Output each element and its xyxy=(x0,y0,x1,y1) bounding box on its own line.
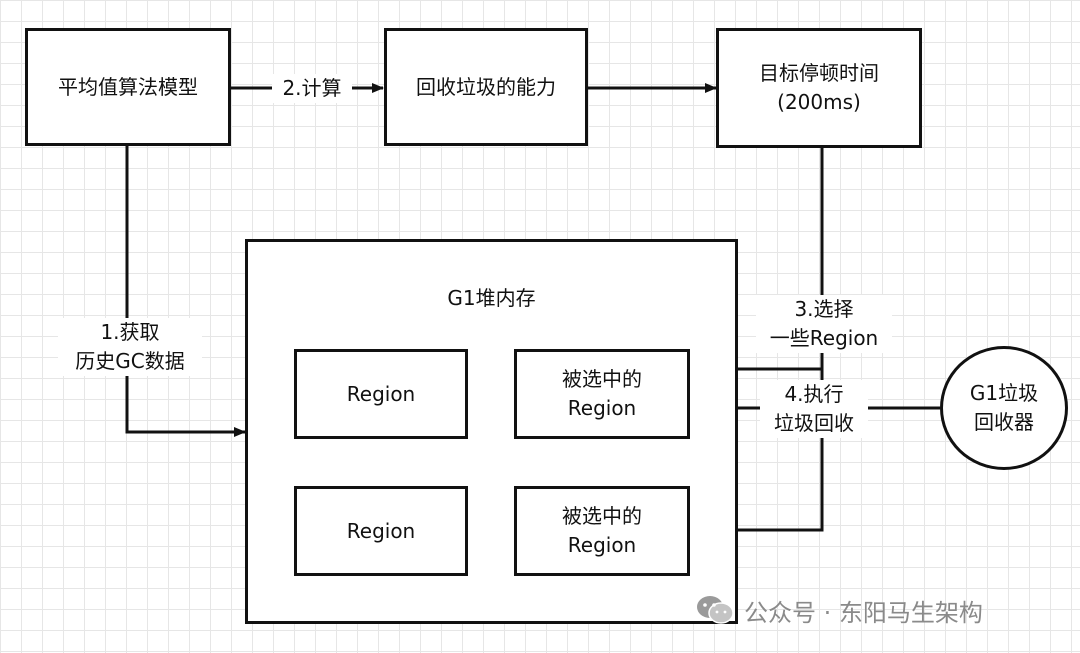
heap-title: G1堆内存 xyxy=(447,286,536,310)
edge-label-execute-gc: 4.执行 垃圾回收 xyxy=(760,380,868,438)
edge-label-fetch-history: 1.获取 历史GC数据 xyxy=(58,318,202,376)
target-pause-time-node: 目标停顿时间 (200ms) xyxy=(716,28,922,148)
watermark: 公众号 · 东阳马生架构 xyxy=(696,588,983,632)
selected-region-box: 被选中的 Region xyxy=(514,349,690,439)
region-box: Region xyxy=(294,486,468,576)
region-box: Region xyxy=(294,349,468,439)
recycle-ability-node: 回收垃圾的能力 xyxy=(384,28,588,146)
selected-region-box: 被选中的 Region xyxy=(514,486,690,576)
edge-label-compute: 2.计算 xyxy=(272,74,352,103)
watermark-text: 公众号 · 东阳马生架构 xyxy=(744,598,983,627)
avg-algorithm-model-node: 平均值算法模型 xyxy=(25,28,231,146)
edge-label-select-regions: 3.选择 一些Region xyxy=(756,295,892,353)
arrow-model-to-heap xyxy=(125,146,246,437)
g1-collector-node: G1垃圾 回收器 xyxy=(940,346,1068,470)
wechat-icon xyxy=(697,596,734,624)
